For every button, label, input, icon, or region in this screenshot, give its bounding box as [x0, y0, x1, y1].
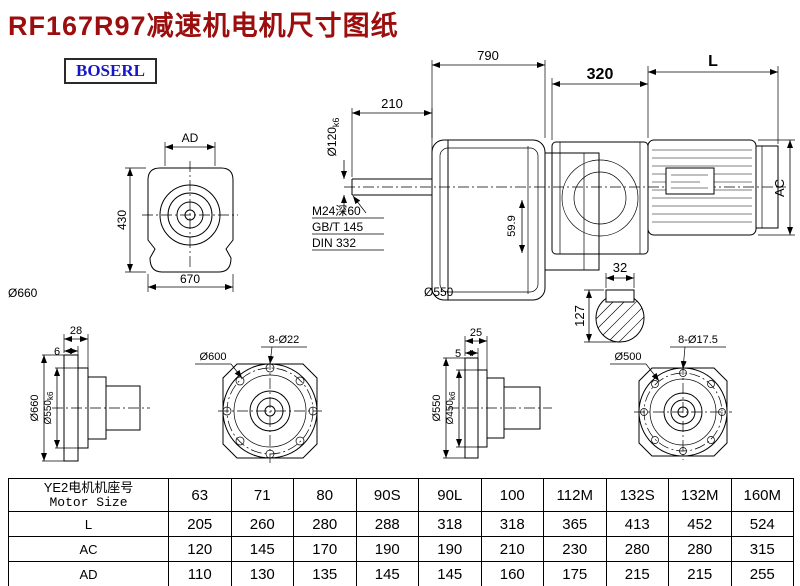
keyhole-note-m24: M24深60	[312, 204, 361, 218]
dim-pilot550-label: Ø550k6	[43, 391, 55, 424]
dim-320-label: 320	[587, 66, 614, 83]
dim-790-label: 790	[477, 48, 499, 63]
table-cell: 175	[543, 561, 607, 586]
table-cell: 288	[355, 511, 419, 537]
table-cell: 190	[355, 536, 419, 562]
side-view: 790 210 Ø120k6 M24深60 GB/T 145 DIN 332 5…	[312, 48, 786, 301]
col-header: 90S	[355, 478, 419, 512]
table-cell: 160	[480, 561, 544, 586]
dim-660-label: Ø660	[8, 286, 38, 300]
table-cell: 524	[730, 511, 794, 537]
keyhole-note-gbt: GB/T 145	[312, 220, 363, 234]
dim-ad-label: AD	[182, 131, 199, 145]
table-cell: 230	[543, 536, 607, 562]
row-label: L	[8, 511, 169, 537]
table-cell: 110	[168, 561, 232, 586]
table-cell: 280	[668, 536, 732, 562]
table-cell: 120	[168, 536, 232, 562]
dim-127-label: 127	[572, 305, 587, 327]
dim-210-label: 210	[381, 96, 403, 111]
col-header: 132M	[668, 478, 732, 512]
col-header: 160M	[730, 478, 794, 512]
dim-600-label: Ø600	[200, 351, 227, 363]
col-header: 63	[168, 478, 232, 512]
flange-side-view-mid: 25 5 Ø550 Ø450k6	[431, 327, 552, 459]
dim-670-label: 670	[180, 272, 200, 286]
col-header: 100	[480, 478, 544, 512]
dim-550-label: Ø550	[424, 285, 454, 299]
col-header: 71	[230, 478, 294, 512]
table-cell: 413	[605, 511, 669, 537]
dim-32-label: 32	[613, 260, 627, 275]
table-cell: 215	[605, 561, 669, 586]
dim-holes175-label: 8-Ø17.5	[678, 334, 718, 346]
motor-view: 320 L AC 32 127	[551, 53, 795, 343]
table-cell: 452	[668, 511, 732, 537]
table-cell: 215	[668, 561, 732, 586]
dim-25-label: 25	[470, 327, 482, 339]
table-cell: 130	[230, 561, 294, 586]
table-header-row: YE2电机机座号 Motor Size 63 71 80 90S 90L 100…	[8, 478, 794, 512]
table-cell: 170	[293, 536, 357, 562]
row-label: AD	[8, 561, 169, 586]
table-cell: 365	[543, 511, 607, 537]
table-cell: 145	[355, 561, 419, 586]
table-header-motor-size: YE2电机机座号 Motor Size	[8, 478, 169, 512]
table-cell: 145	[230, 536, 294, 562]
table-cell: 190	[418, 536, 482, 562]
keyhole-note-din: DIN 332	[312, 236, 356, 250]
front-view: AD 430 670 Ø660	[8, 131, 238, 300]
table-cell: 315	[730, 536, 794, 562]
table-cell: 210	[480, 536, 544, 562]
col-header: 90L	[418, 478, 482, 512]
dim-599-label: 59.9	[506, 215, 518, 236]
motor-size-header-cn: YE2电机机座号	[43, 480, 134, 495]
dim-pilot450-label: Ø450k6	[445, 391, 457, 424]
table-cell: 145	[418, 561, 482, 586]
dim-od550-label: Ø550	[431, 395, 443, 422]
brand-logo: BOSERL	[64, 58, 157, 84]
page-title: RF167R97减速机电机尺寸图纸	[8, 11, 399, 41]
dim-holes22-label: 8-Ø22	[269, 334, 300, 346]
dim-ac-label: AC	[772, 179, 787, 197]
col-header: 112M	[543, 478, 607, 512]
table-cell: 260	[230, 511, 294, 537]
motor-size-header-en: Motor Size	[49, 495, 128, 510]
motor-size-table: YE2电机机座号 Motor Size 63 71 80 90S 90L 100…	[8, 478, 794, 586]
table-row-ac: AC 120 145 170 190 190 210 230 280 280 3…	[8, 536, 794, 562]
table-cell: 318	[480, 511, 544, 537]
row-label: AC	[8, 536, 169, 562]
table-cell: 318	[418, 511, 482, 537]
dim-5-label: 5	[455, 348, 461, 360]
dim-28-label: 28	[70, 325, 82, 337]
dim-430-label: 430	[115, 210, 129, 230]
bolt-circle-view-left: Ø600 8-Ø22	[195, 334, 322, 463]
dim-6-label: 6	[54, 346, 60, 358]
table-cell: 205	[168, 511, 232, 537]
table-cell: 135	[293, 561, 357, 586]
col-header: 80	[293, 478, 357, 512]
dim-shaft-dia-label: Ø120k6	[325, 118, 341, 157]
bolt-circle-view-right: Ø500 8-Ø17.5	[610, 334, 732, 460]
col-header: 132S	[605, 478, 669, 512]
table-cell: 280	[293, 511, 357, 537]
table-row-l: L 205 260 280 288 318 318 365 413 452 52…	[8, 511, 794, 537]
dim-l-label: L	[708, 53, 718, 70]
dim-500-label: Ø500	[615, 351, 642, 363]
dim-od660-label: Ø660	[29, 395, 41, 422]
flange-side-view-left: 28 6 Ø660 Ø550k6	[29, 325, 150, 462]
technical-drawing-canvas: AD 430 670 Ø660 790 210 Ø120k6 M24深60 GB…	[8, 48, 795, 463]
table-row-ad: AD 110 130 135 145 145 160 175 215 215 2…	[8, 561, 794, 586]
table-cell: 255	[730, 561, 794, 586]
table-cell: 280	[605, 536, 669, 562]
